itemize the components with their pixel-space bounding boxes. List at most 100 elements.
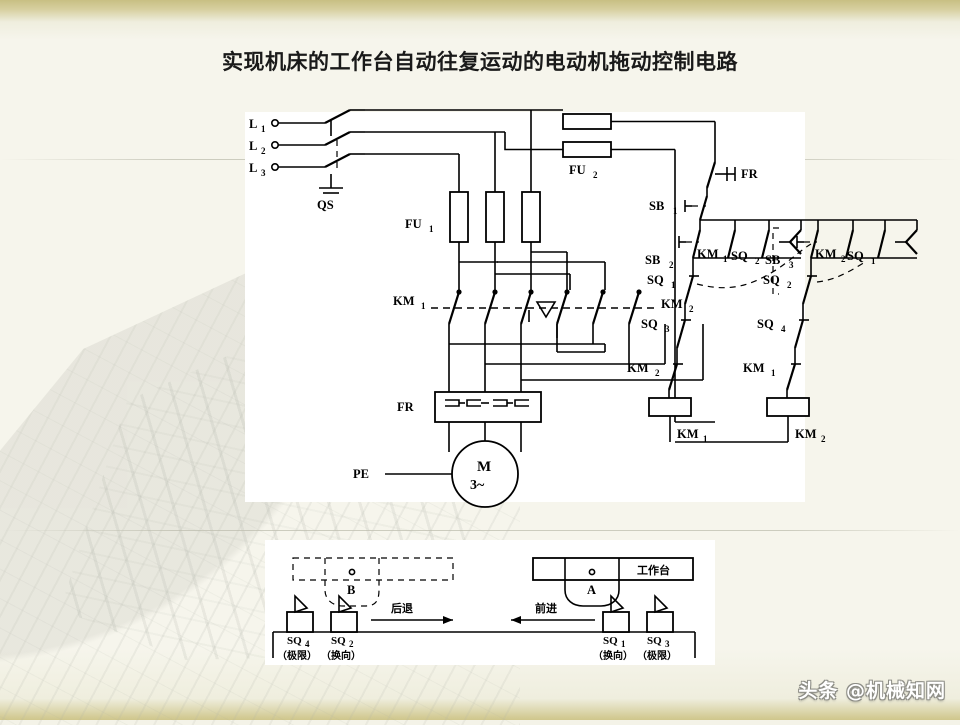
- svg-text:SB: SB: [649, 199, 664, 213]
- fuse-fu2: FU 2: [495, 109, 716, 422]
- svg-text:1: 1: [421, 301, 426, 311]
- svg-text:KM: KM: [795, 427, 817, 441]
- contactor-feed-wires: [458, 242, 606, 290]
- limit-actuator-sq2: [779, 229, 802, 255]
- control-branch-bus: [692, 257, 801, 276]
- limit-switch-sq1: SQ 1 （换向）: [593, 594, 633, 662]
- arrow-forward: 前进: [511, 601, 595, 624]
- svg-text:SQ: SQ: [647, 273, 664, 287]
- svg-text:SQ: SQ: [641, 317, 658, 331]
- disconnect-switch-qs: QS: [317, 109, 365, 212]
- svg-text:KM: KM: [393, 294, 415, 308]
- svg-text:（换向）: （换向）: [321, 649, 361, 662]
- svg-text:前进: 前进: [535, 601, 557, 615]
- svg-text:2: 2: [593, 170, 598, 180]
- svg-text:SB: SB: [645, 253, 660, 267]
- svg-text:SQ: SQ: [287, 635, 302, 647]
- interlock-contact-km1: KM 1: [743, 348, 801, 391]
- svg-text:M: M: [477, 459, 491, 475]
- limit-switch-sq2: SQ 2 （换向）: [321, 594, 361, 662]
- main-schematic-panel: L 1 L 2 L 3: [245, 109, 918, 508]
- control-branch-bus-right: [801, 219, 917, 276]
- source-watermark: 头条 @机械知网: [798, 680, 946, 702]
- svg-text:1: 1: [723, 254, 728, 264]
- svg-text:2: 2: [841, 254, 846, 264]
- coil-km1: KM 1: [648, 390, 708, 444]
- motor-m3: M 3~ PE: [353, 422, 522, 508]
- worktable-solid: A 工作台: [532, 557, 694, 607]
- limit-contact-sq3-nc: SQ 3: [641, 304, 691, 349]
- svg-text:KM: KM: [743, 361, 765, 375]
- svg-text:1: 1: [703, 434, 708, 444]
- svg-text:FU: FU: [405, 217, 422, 231]
- svg-text:1: 1: [429, 224, 434, 234]
- worktable-phantom: B: [292, 557, 454, 607]
- svg-text:FU: FU: [569, 163, 586, 177]
- arrow-backward: 后退: [371, 601, 453, 624]
- seal-contact-km1: KM 1: [697, 229, 737, 264]
- group-bracket-sb3-sq2: [772, 227, 779, 295]
- svg-text:2: 2: [261, 146, 266, 156]
- svg-text:2: 2: [821, 434, 826, 444]
- svg-text:后退: 后退: [391, 601, 413, 615]
- svg-text:2: 2: [755, 256, 760, 266]
- svg-text:QS: QS: [317, 198, 334, 212]
- limit-contact-sq2-nc: SQ 2: [763, 273, 817, 305]
- svg-text:3: 3: [789, 260, 794, 270]
- svg-text:1: 1: [621, 639, 626, 649]
- svg-text:3~: 3~: [470, 478, 485, 493]
- supply-terminal-L3: L 3: [249, 161, 325, 178]
- svg-text:2: 2: [349, 639, 354, 649]
- contactor-main-contacts: KM 1 KM 2: [393, 289, 694, 325]
- fuse-fu1: FU 1: [405, 191, 541, 243]
- svg-text:L: L: [249, 161, 257, 175]
- svg-text:B: B: [347, 583, 355, 597]
- supply-terminal-L2: L 2: [249, 139, 325, 156]
- start-button-sb2: SB 2: [645, 229, 702, 270]
- svg-text:SQ: SQ: [763, 273, 780, 287]
- phase-reversal-wires: [448, 324, 704, 392]
- svg-text:PE: PE: [353, 467, 369, 481]
- svg-text:SQ: SQ: [731, 249, 748, 263]
- svg-text:1: 1: [261, 124, 266, 134]
- svg-text:（极限）: （极限）: [637, 649, 677, 662]
- svg-text:SQ: SQ: [847, 249, 864, 263]
- svg-text:L: L: [249, 139, 257, 153]
- svg-text:2: 2: [689, 304, 694, 314]
- travel-diagram-panel: A 工作台 B SQ 4 （极限）: [265, 540, 715, 665]
- svg-text:2: 2: [655, 368, 660, 378]
- decorative-hairline-bottom: [0, 530, 960, 531]
- coil-km2: KM 2: [766, 390, 826, 444]
- svg-text:1: 1: [871, 256, 876, 266]
- limit-contact-sq2-no: SQ 2: [731, 229, 771, 266]
- main-schematic-svg: L 1 L 2 L 3: [249, 109, 918, 508]
- svg-text:4: 4: [781, 324, 786, 334]
- svg-text:SQ: SQ: [647, 635, 662, 647]
- svg-text:2: 2: [787, 280, 792, 290]
- svg-text:3: 3: [261, 168, 266, 178]
- limit-contact-sq1-nc: SQ 1: [647, 273, 699, 305]
- svg-text:L: L: [249, 117, 257, 131]
- svg-text:（换向）: （换向）: [593, 649, 633, 662]
- svg-text:工作台: 工作台: [637, 563, 670, 577]
- svg-text:FR: FR: [741, 167, 759, 181]
- limit-switch-sq4: SQ 4 （极限）: [277, 594, 317, 662]
- svg-text:2: 2: [669, 260, 674, 270]
- mechanical-linkage-dashed: [696, 243, 866, 289]
- limit-contact-sq4-nc: SQ 4: [757, 304, 809, 349]
- limit-contact-sq1-no: SQ 1: [847, 220, 887, 266]
- svg-text:KM: KM: [677, 427, 699, 441]
- stop-button-sb1: SB 1: [649, 188, 709, 221]
- svg-text:KM: KM: [815, 247, 837, 261]
- page-title: 实现机床的工作台自动往复运动的电动机拖动控制电路: [222, 50, 738, 74]
- svg-text:1: 1: [673, 206, 678, 216]
- svg-text:KM: KM: [697, 247, 719, 261]
- svg-text:3: 3: [665, 324, 670, 334]
- mains-bus: [365, 109, 532, 192]
- svg-text:KM: KM: [661, 297, 683, 311]
- svg-text:A: A: [587, 583, 596, 597]
- supply-terminal-L1: L 1: [249, 117, 325, 134]
- svg-text:4: 4: [305, 639, 310, 649]
- limit-switch-sq3: SQ 3 （极限）: [637, 594, 677, 662]
